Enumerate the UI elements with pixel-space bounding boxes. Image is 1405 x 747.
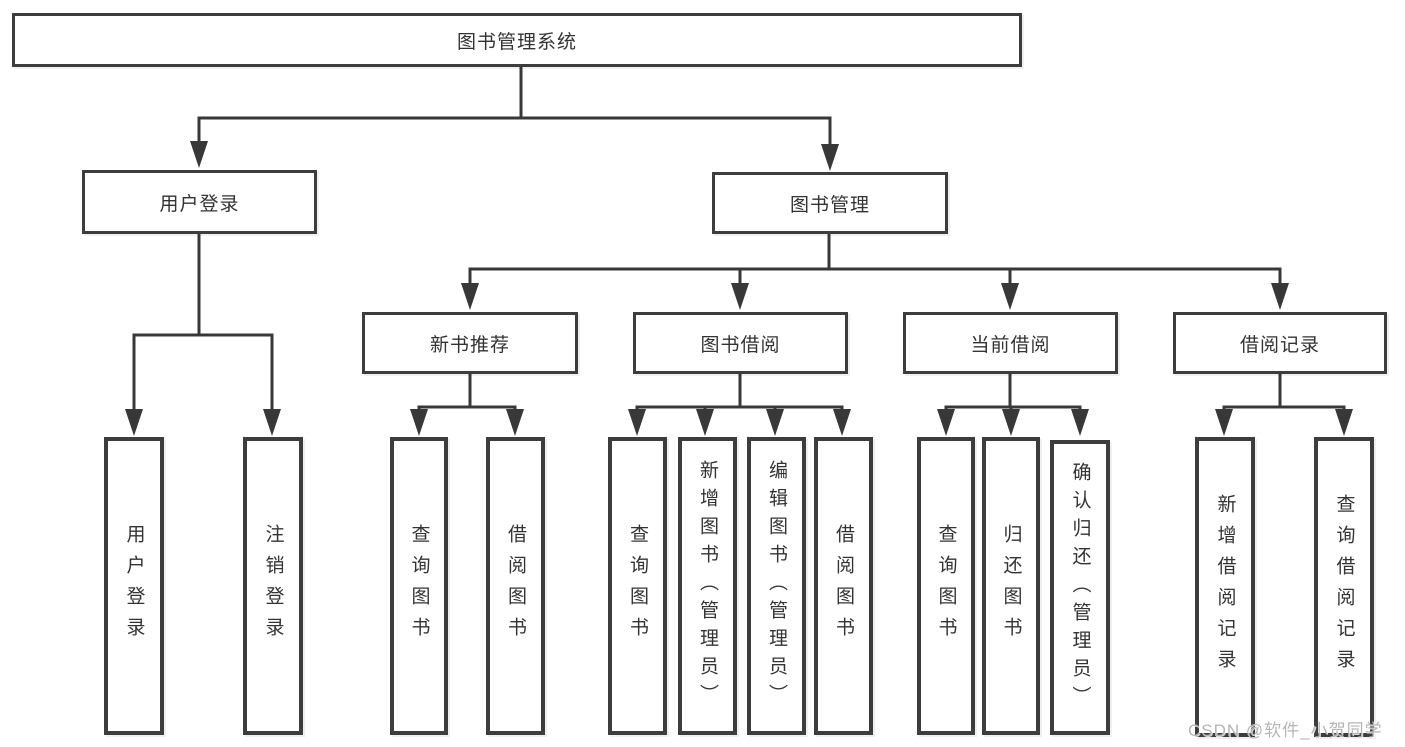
- leaf-user-login-label: 用户登录: [123, 524, 145, 648]
- node-borrow-records: 借阅记录: [1173, 312, 1387, 374]
- leaf-return-book: 归还图书: [982, 437, 1040, 735]
- leaf-confirm-return-admin: 确认归还（管理员）: [1050, 440, 1110, 735]
- node-new-books: 新书推荐: [362, 312, 578, 374]
- csdn-watermark: CSDN @软件_小贺同学: [1188, 721, 1383, 740]
- node-book-mgmt-branch: 图书管理: [712, 172, 948, 234]
- leaf-edit-book-admin-label: 编辑图书（管理员）: [766, 460, 787, 712]
- leaf-borrow-books-1-label: 借阅图书: [505, 524, 526, 648]
- leaf-logout-label: 注销登录: [262, 524, 284, 648]
- connector-book-borrow: [635, 370, 844, 415]
- connector-new-books: [417, 370, 517, 415]
- connector-borrow-records: [1222, 370, 1346, 415]
- arrowheads: [125, 141, 1353, 436]
- leaf-add-book-admin-label: 新增图书（管理员）: [697, 460, 718, 712]
- connector-current-borrow: [944, 370, 1082, 415]
- node-root: 图书管理系统: [12, 13, 1022, 67]
- leaf-return-book-label: 归还图书: [1000, 524, 1022, 648]
- leaf-add-borrow-record: 新增借阅记录: [1195, 437, 1255, 737]
- node-book-borrow: 图书借阅: [633, 312, 848, 374]
- node-current-borrow: 当前借阅: [903, 312, 1118, 374]
- leaf-borrow-books-2-label: 借阅图书: [833, 524, 854, 648]
- leaf-query-books-3: 查询图书: [917, 437, 975, 735]
- leaf-query-books-1-label: 查询图书: [408, 524, 430, 648]
- leaf-add-borrow-record-label: 新增借阅记录: [1214, 494, 1236, 680]
- connector-root: [197, 62, 832, 150]
- leaf-add-book-admin: 新增图书（管理员）: [678, 437, 737, 735]
- leaf-query-books-2-label: 查询图书: [627, 524, 648, 648]
- connector-book-mgmt: [468, 230, 1282, 289]
- leaf-query-books-3-label: 查询图书: [935, 524, 957, 648]
- leaf-query-books-2: 查询图书: [608, 437, 667, 735]
- node-user-login-branch: 用户登录: [82, 170, 317, 234]
- leaf-edit-book-admin: 编辑图书（管理员）: [747, 437, 806, 735]
- leaf-query-borrow-record: 查询借阅记录: [1314, 437, 1374, 737]
- leaf-confirm-return-admin-label: 确认归还（管理员）: [1069, 461, 1091, 714]
- connector-user-login: [132, 230, 274, 415]
- leaf-user-login: 用户登录: [104, 437, 164, 735]
- leaf-logout: 注销登录: [243, 437, 303, 735]
- leaf-query-borrow-record-label: 查询借阅记录: [1333, 494, 1355, 680]
- leaf-query-books-1: 查询图书: [390, 437, 448, 735]
- leaf-borrow-books-1: 借阅图书: [486, 437, 545, 735]
- leaf-borrow-books-2: 借阅图书: [814, 437, 873, 735]
